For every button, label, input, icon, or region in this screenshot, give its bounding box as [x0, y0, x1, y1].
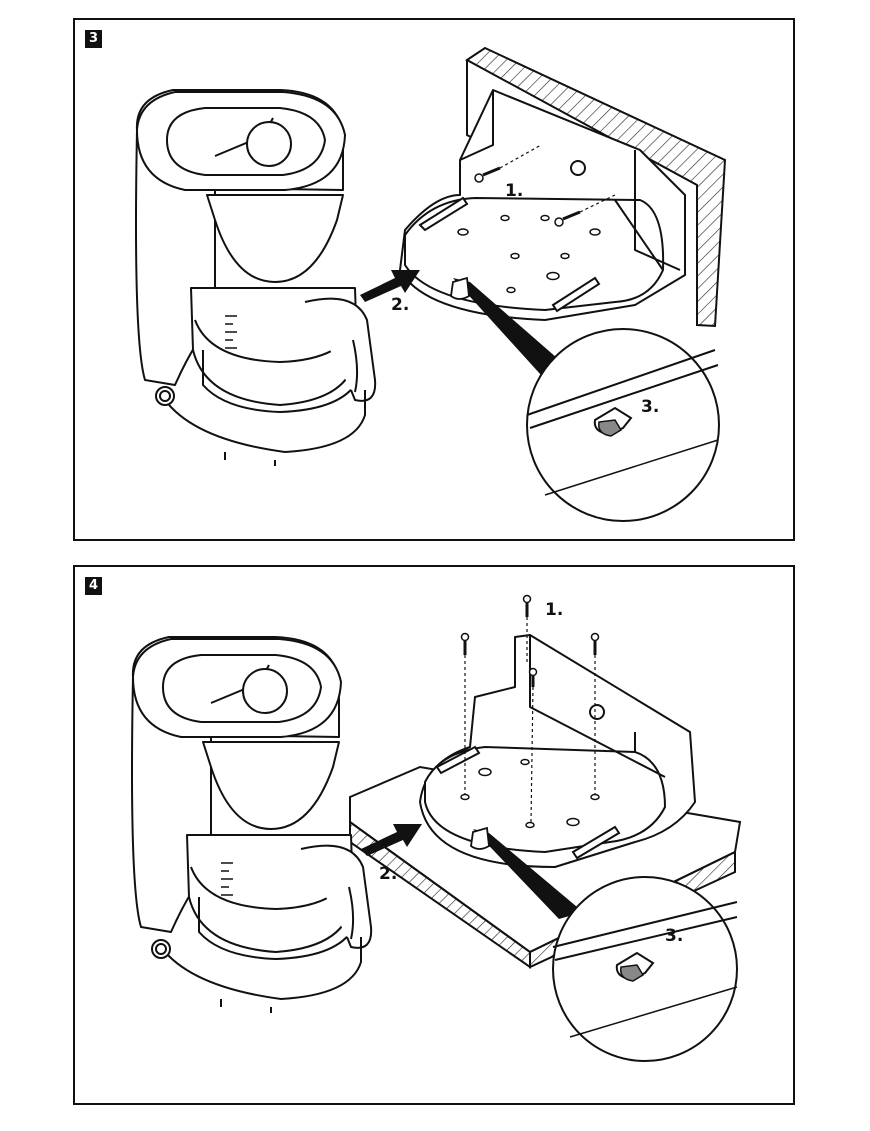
- panel-3-illustration: 1. 2. 3.: [135, 46, 727, 522]
- bracket-holes: [460, 758, 600, 829]
- panel-number-badge: 4: [85, 577, 102, 595]
- carafe-scale-marks: [225, 315, 237, 349]
- step-1-label: 1.: [545, 600, 563, 620]
- panel-4-illustration: 1. 2. 3.: [131, 594, 742, 1062]
- coffee-maker: [135, 89, 377, 466]
- bracket-rails: [435, 745, 621, 860]
- step-2-label: 2.: [379, 864, 397, 884]
- step-2-label: 2.: [391, 295, 409, 315]
- figure-panel-3: 3: [73, 18, 795, 541]
- clip-detail-zoom: [450, 276, 720, 522]
- coffee-maker: [131, 636, 373, 1013]
- bracket-rails: [418, 196, 601, 313]
- figure-panel-4: 4: [73, 565, 795, 1105]
- insertion-arrow-icon: [361, 824, 422, 856]
- screw-icon: [474, 144, 616, 227]
- screw-icon: [460, 594, 600, 823]
- clip-detail-zoom: [470, 826, 738, 1062]
- insertion-arrow-icon: [360, 270, 420, 302]
- carafe-scale-marks: [221, 862, 233, 896]
- step-3-label: 3.: [665, 926, 683, 946]
- panel-number-badge: 3: [85, 30, 102, 48]
- bracket-holes: [457, 214, 601, 294]
- step-1-label: 1.: [505, 181, 523, 201]
- step-3-label: 3.: [641, 397, 659, 417]
- under-cabinet-bracket: [419, 634, 696, 868]
